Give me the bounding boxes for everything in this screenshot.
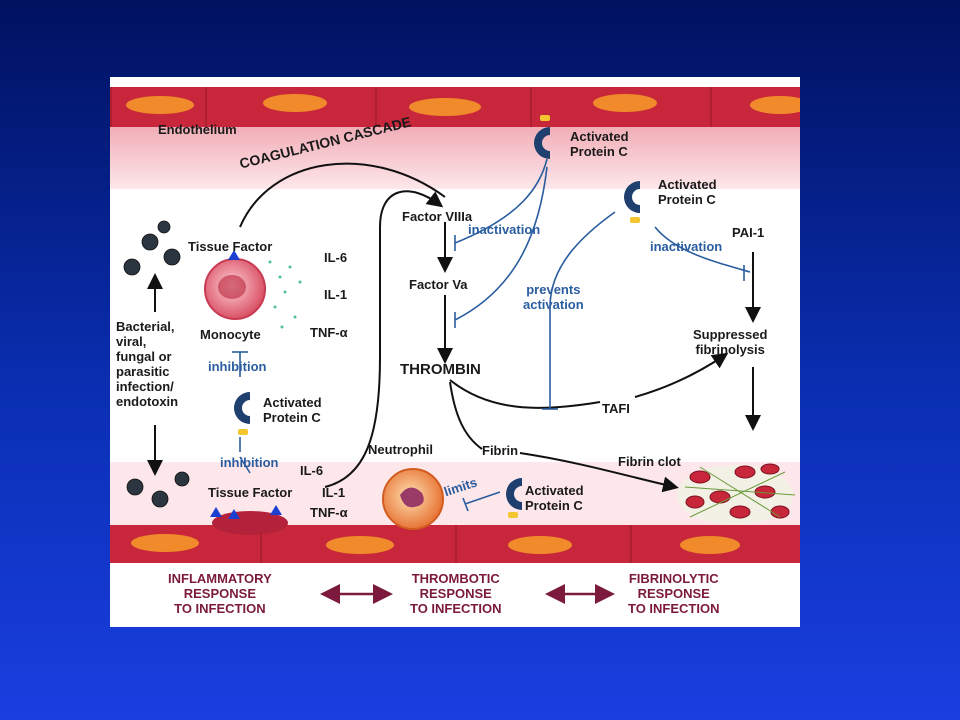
inhibition-bottom-label: inhibition bbox=[220, 455, 279, 470]
tafi-label: TAFI bbox=[602, 401, 630, 416]
tissue-factor-top-label: Tissue Factor bbox=[188, 239, 273, 254]
bottom-vessel-wall bbox=[110, 462, 800, 627]
apc-shapes bbox=[234, 115, 640, 518]
thrombotic-response-label: THROMBOTIC RESPONSE TO INFECTION bbox=[410, 571, 502, 616]
endothelium-label: Endothelium bbox=[158, 122, 237, 137]
il1-top-label: IL-1 bbox=[324, 287, 348, 302]
suppressed-fibrinolysis-label: Suppressed fibrinolysis bbox=[693, 327, 768, 357]
top-vessel-wall bbox=[110, 77, 800, 189]
neutrophil-cell bbox=[382, 468, 444, 530]
fibrinolytic-response-label: FIBRINOLYTIC RESPONSE TO INFECTION bbox=[628, 571, 720, 616]
pai1-label: PAI-1 bbox=[732, 225, 765, 240]
apc-top-label: Activated Protein C bbox=[570, 129, 629, 159]
monocyte-label: Monocyte bbox=[200, 327, 261, 342]
fibrin-label: Fibrin bbox=[482, 443, 519, 458]
tnf-top-label: TNF-α bbox=[310, 325, 348, 340]
figure-artwork bbox=[110, 77, 800, 627]
apc-right-label: Activated Protein C bbox=[658, 177, 717, 207]
prevents-activation-label: prevents activation bbox=[523, 282, 584, 312]
fibrin-clot-mesh bbox=[677, 463, 796, 525]
tnf-bottom-label: TNF-α bbox=[310, 505, 348, 520]
il6-bottom-label: IL-6 bbox=[300, 463, 324, 478]
thrombin-label: THROMBIN bbox=[400, 361, 481, 378]
sepsis-pathway-figure: Endothelium COAGULATION CASCADE Activate… bbox=[110, 77, 800, 627]
inactivation-right-label: inactivation bbox=[650, 239, 723, 254]
apc-bottom-label: Activated Protein C bbox=[525, 483, 584, 513]
inhibition-top-label: inhibition bbox=[208, 359, 267, 374]
inactivation-left-label: inactivation bbox=[468, 222, 541, 237]
neutrophil-label: Neutrophil bbox=[368, 442, 433, 457]
il6-top-label: IL-6 bbox=[324, 250, 348, 265]
apc-mid-label: Activated Protein C bbox=[263, 395, 322, 425]
pathogen-cluster-top bbox=[123, 220, 181, 276]
pathogen-cluster-bottom bbox=[126, 471, 190, 508]
factor-viiia-label: Factor VIIIa bbox=[402, 209, 473, 224]
monocyte-cell bbox=[204, 250, 302, 329]
tissue-factor-bottom-label: Tissue Factor bbox=[208, 485, 293, 500]
inflammatory-response-label: INFLAMMATORY RESPONSE TO INFECTION bbox=[168, 571, 272, 616]
infection-label: Bacterial, viral, fungal or parasitic in… bbox=[116, 319, 179, 409]
factor-va-label: Factor Va bbox=[409, 277, 468, 292]
il1-bottom-label: IL-1 bbox=[322, 485, 346, 500]
fibrin-clot-label: Fibrin clot bbox=[618, 454, 681, 469]
